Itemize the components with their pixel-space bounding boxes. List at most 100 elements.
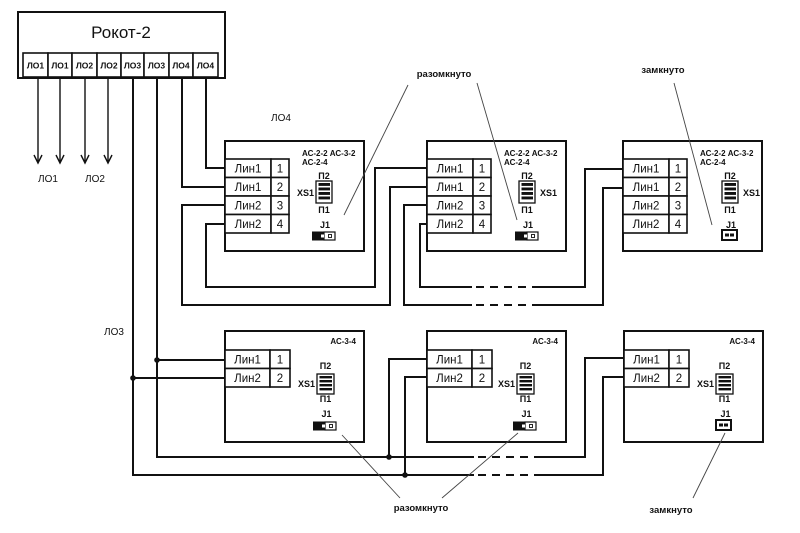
connector-pin: [521, 187, 533, 191]
jumper-open-icon[interactable]: [312, 231, 336, 241]
arrow-down-icon: [33, 78, 43, 165]
terminal-name: Лин2: [235, 201, 262, 213]
controller-title: Рокот-2: [91, 23, 151, 42]
jumper-closed-icon[interactable]: [715, 419, 732, 431]
arrow-down-icon: [55, 78, 65, 165]
terminal-number-cell: [471, 367, 493, 388]
terminal-name: Лин2: [633, 201, 660, 213]
jumper-pin: [524, 234, 527, 238]
connector-pin: [319, 388, 332, 391]
controller-terminal-label: ЛО2: [100, 61, 118, 71]
junction-dot: [130, 375, 136, 381]
jumper-label: J1: [321, 409, 331, 419]
jumper-pin: [531, 234, 535, 238]
jumper-pin: [329, 424, 333, 428]
wire: [534, 376, 624, 476]
controller-terminal-label: ЛО4: [197, 61, 215, 71]
connector-pin: [724, 192, 736, 195]
wire: [532, 168, 623, 288]
terminal-number-cell: [668, 213, 688, 234]
pin-label-p1: П1: [520, 394, 531, 404]
connector-pin: [718, 380, 731, 383]
controller-terminal-label: ЛО2: [76, 61, 94, 71]
jumper-open-icon[interactable]: [515, 231, 539, 241]
leader-line: [476, 82, 518, 221]
pin-label-p2: П2: [318, 171, 329, 181]
terminal-name: Лин1: [437, 182, 464, 194]
jumper-pin: [724, 423, 728, 427]
connector-xs1-icon: [315, 180, 333, 204]
jumper-label: J1: [523, 220, 533, 230]
wires-lo4: [181, 78, 623, 306]
connector-pin: [521, 196, 533, 200]
wire: [132, 78, 474, 476]
connector-pin: [521, 192, 533, 195]
wire: [181, 186, 427, 306]
connector-pin: [318, 187, 330, 191]
pin-label-p2: П2: [719, 361, 730, 371]
terminal-name: Лин1: [633, 355, 660, 367]
connector-pin: [319, 384, 332, 387]
connector-pin: [718, 376, 731, 379]
annotation-closed-bottom: замкнуто: [649, 505, 692, 516]
junction-dot: [386, 454, 392, 460]
connector-pin: [519, 376, 532, 379]
wire: [534, 357, 624, 458]
jumper-open-icon[interactable]: [313, 421, 337, 431]
leader-line: [673, 82, 713, 226]
connector-pin: [724, 183, 736, 186]
jumper-pin: [730, 233, 734, 237]
connector-xs1-icon: [721, 180, 739, 204]
terminal-name: Лин1: [235, 182, 262, 194]
jumper-open-icon[interactable]: [513, 421, 537, 431]
output-label-lo1: ЛО1: [38, 174, 58, 185]
terminal-number: 3: [277, 201, 283, 213]
terminal-number: 2: [479, 373, 485, 385]
terminal-name: Лин2: [234, 373, 261, 385]
terminal-number: 2: [277, 182, 283, 194]
leader-line: [343, 84, 409, 216]
controller-terminal-label: ЛО3: [124, 61, 142, 71]
connector-label: XS1: [540, 188, 557, 198]
model-label: АС-2-4: [302, 158, 328, 167]
terminal-name: Лин2: [633, 219, 660, 231]
connector-label: XS1: [498, 379, 515, 389]
model-label: АС-2-4: [504, 158, 530, 167]
connector-pin: [519, 388, 532, 391]
terminal-row: Лин1 2: [224, 176, 290, 197]
wire: [156, 78, 474, 458]
model-label: АС-2-2 АС-3-2: [504, 149, 558, 158]
jumper-closed-icon[interactable]: [721, 229, 738, 241]
terminal-name: Лин1: [437, 164, 464, 176]
wire: [403, 204, 472, 306]
terminal-number: 1: [479, 355, 485, 367]
connector-pin: [724, 196, 736, 200]
wire: [532, 187, 623, 306]
connector-pin: [319, 380, 332, 383]
jumper-pin: [529, 424, 533, 428]
wire: [419, 223, 472, 288]
terminal-number: 1: [479, 164, 485, 176]
pin-label-p1: П1: [724, 205, 735, 215]
connector-label: XS1: [743, 188, 760, 198]
controller-terminal: [22, 52, 49, 78]
connector-pin: [718, 384, 731, 387]
jumper-pin: [328, 234, 332, 238]
model-label: АС-2-4: [700, 158, 726, 167]
jumper-pin: [522, 424, 525, 428]
terminal-name: Лин1: [234, 355, 261, 367]
model-label: АС-3-4: [532, 337, 558, 346]
line-label-lo3: ЛО3: [104, 327, 124, 338]
connector-xs1-icon: [518, 180, 536, 204]
